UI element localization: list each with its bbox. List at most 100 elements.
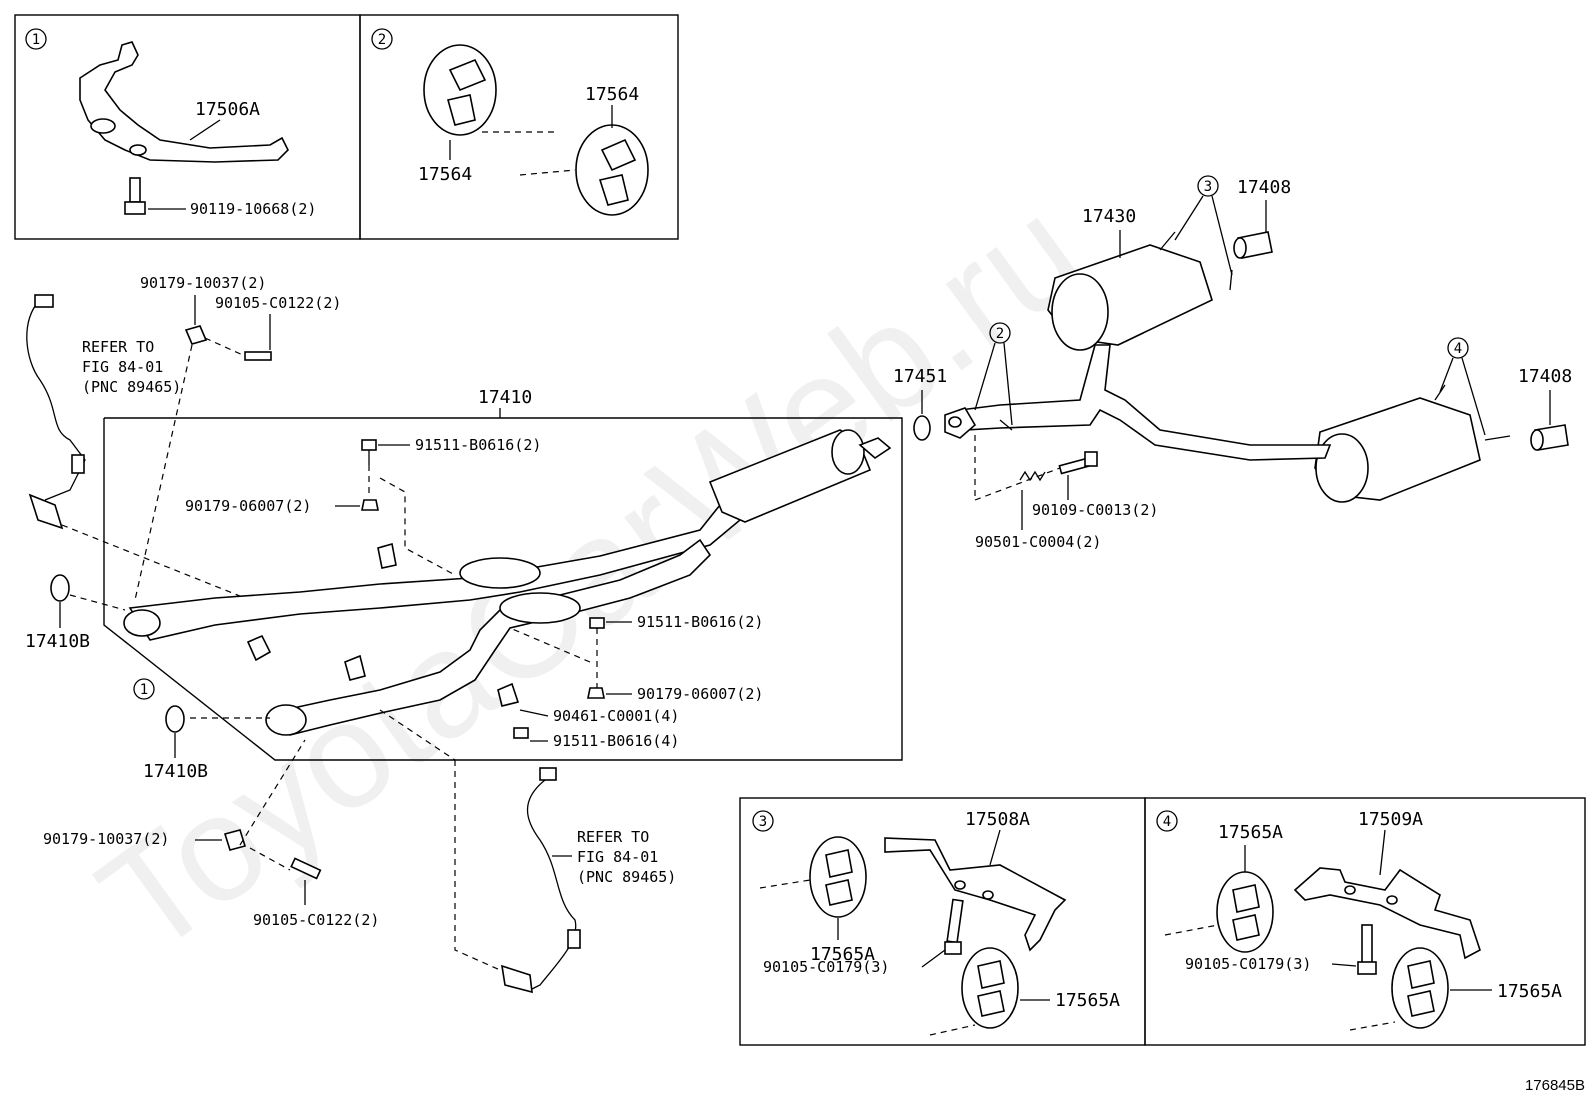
label-90119-10668: 90119-10668(2) bbox=[190, 200, 316, 218]
label-17410: 17410 bbox=[478, 387, 532, 408]
callout-1-number: 1 bbox=[140, 682, 148, 698]
exhaust-bracket-17506A bbox=[79, 41, 289, 163]
inset-1-marker bbox=[25, 28, 47, 50]
bolt-icon bbox=[1361, 924, 1373, 964]
inset-4-marker bbox=[1156, 810, 1178, 832]
label-91511-B0616-c: 91511-B0616(4) bbox=[553, 732, 679, 750]
bolt-head-icon bbox=[1357, 961, 1377, 975]
label-91511-B0616-b: 91511-B0616(2) bbox=[637, 613, 763, 631]
label-90179-06007-b: 90179-06007(2) bbox=[637, 685, 763, 703]
label-17564-a: 17564 bbox=[418, 164, 472, 185]
gasket-icon bbox=[50, 574, 70, 602]
rear-muffler-lower-end bbox=[1315, 433, 1369, 503]
center-muffler-end bbox=[831, 429, 865, 475]
bolt-icon bbox=[129, 177, 141, 203]
tail-pipe-tube bbox=[959, 344, 1332, 461]
refer-upper-line3: (PNC 89465) bbox=[82, 378, 181, 396]
bolt-icon bbox=[290, 857, 322, 880]
inset-2: 2 17564 17564 bbox=[359, 14, 679, 240]
label-17565A-3b: 17565A bbox=[1055, 990, 1120, 1011]
label-90179-06007-a: 90179-06007(2) bbox=[185, 497, 311, 515]
inset-3-number: 3 bbox=[759, 814, 767, 830]
nut-icon bbox=[361, 499, 379, 511]
label-17408-b: 17408 bbox=[1518, 366, 1572, 387]
inset-3: 3 17565A 17508A 90105-C0179(3) 17565A bbox=[739, 797, 1146, 1046]
nut-icon bbox=[184, 325, 208, 345]
bolt-head-icon bbox=[124, 201, 146, 215]
label-17564-b: 17564 bbox=[585, 84, 639, 105]
label-17565A-3a: 17565A bbox=[810, 944, 875, 965]
rear-flange bbox=[858, 437, 892, 460]
label-90501-C0004: 90501-C0004(2) bbox=[975, 533, 1101, 551]
rubber-hanger-17565A bbox=[961, 947, 1019, 1029]
refer-upper-line2: FIG 84-01 bbox=[82, 358, 163, 376]
callout-2-number: 2 bbox=[996, 326, 1004, 342]
label-17508A: 17508A bbox=[965, 809, 1030, 830]
rubber-hanger-17565A bbox=[1391, 947, 1449, 1029]
callout-4 bbox=[1447, 337, 1469, 359]
bolt-head-icon bbox=[513, 727, 529, 739]
label-17410B-a: 17410B bbox=[25, 631, 90, 652]
flange-hole bbox=[948, 416, 962, 428]
label-17410B-b: 17410B bbox=[143, 761, 208, 782]
label-90105-C0179-3: 90105-C0179(3) bbox=[763, 958, 889, 976]
rubber-hanger-17565A bbox=[1216, 871, 1274, 953]
gasket-17410B-lower: 17410B bbox=[143, 705, 208, 782]
bolt-head-icon bbox=[944, 941, 962, 955]
callout-1 bbox=[133, 678, 155, 700]
label-91511-B0616-a: 91511-B0616(2) bbox=[415, 436, 541, 454]
exhaust-tip-end bbox=[1233, 237, 1247, 259]
label-90105-C0122-b: 90105-C0122(2) bbox=[253, 911, 379, 929]
gasket-17451-icon bbox=[913, 415, 931, 441]
spring-icon bbox=[1019, 470, 1046, 482]
grommet-icon bbox=[71, 454, 85, 474]
inset-4-number: 4 bbox=[1163, 814, 1171, 830]
figure-id: 176845B bbox=[1525, 1077, 1585, 1094]
bolt-icon bbox=[1058, 457, 1090, 475]
bolt-icon bbox=[946, 898, 964, 944]
inset-1: 1 17506A 90119-10668(2) bbox=[14, 14, 361, 240]
front-flange-upper bbox=[123, 609, 161, 637]
label-17506A: 17506A bbox=[195, 99, 260, 120]
label-90461-C0001: 90461-C0001(4) bbox=[553, 707, 679, 725]
rubber-hanger-17565A bbox=[809, 836, 867, 918]
catalytic-converter-b bbox=[499, 592, 581, 624]
inset-2-frame bbox=[359, 14, 679, 240]
grommet-icon bbox=[567, 929, 581, 949]
bracket-hole bbox=[129, 144, 147, 156]
front-flange-lower bbox=[265, 704, 307, 736]
clamp-icon bbox=[497, 682, 520, 707]
bolt-head-icon bbox=[361, 439, 377, 451]
callout-3 bbox=[1197, 175, 1219, 197]
exhaust-tip-end bbox=[1530, 429, 1544, 451]
clamp-icon bbox=[377, 542, 397, 569]
front-pipe-assembly-17410: 17410 91511-B0616(2) 90179-06007(2) 9151… bbox=[103, 387, 903, 761]
label-90179-10037-a: 90179-10037(2) bbox=[140, 274, 266, 292]
nut-icon bbox=[587, 687, 605, 699]
hanger-bracket-17509A bbox=[1293, 867, 1481, 960]
label-17565A-4b: 17565A bbox=[1497, 981, 1562, 1002]
sensor-connector-icon bbox=[34, 294, 54, 308]
clamp-icon bbox=[344, 654, 366, 681]
lower-left-hardware: 90179-10037(2) 90105-C0122(2) bbox=[43, 739, 379, 929]
label-17451: 17451 bbox=[893, 366, 947, 387]
callout-4-number: 4 bbox=[1454, 341, 1462, 357]
refer-lower-line1: REFER TO bbox=[577, 828, 649, 846]
inset-4-frame bbox=[1144, 797, 1586, 1046]
label-90179-10037-b: 90179-10037(2) bbox=[43, 830, 169, 848]
callout-3-number: 3 bbox=[1204, 179, 1212, 195]
lower-oxygen-sensor-group: REFER TO FIG 84-01 (PNC 89465) bbox=[379, 709, 676, 994]
inset-2-number: 2 bbox=[378, 32, 386, 48]
bolt-icon bbox=[244, 351, 272, 361]
gasket-icon bbox=[165, 705, 185, 733]
inset-2-marker bbox=[371, 28, 393, 50]
inset-1-number: 1 bbox=[32, 32, 40, 48]
label-17509A: 17509A bbox=[1358, 809, 1423, 830]
label-90105-C0122-a: 90105-C0122(2) bbox=[215, 294, 341, 312]
rear-muffler-upper-end bbox=[1051, 273, 1109, 351]
center-muffler bbox=[708, 429, 872, 523]
tail-pipe-assembly-17430: 17430 3 2 4 17408 17408 17451 bbox=[893, 175, 1572, 551]
label-17565A-4a: 17565A bbox=[1218, 822, 1283, 843]
refer-lower-line2: FIG 84-01 bbox=[577, 848, 658, 866]
label-17430: 17430 bbox=[1082, 206, 1136, 227]
